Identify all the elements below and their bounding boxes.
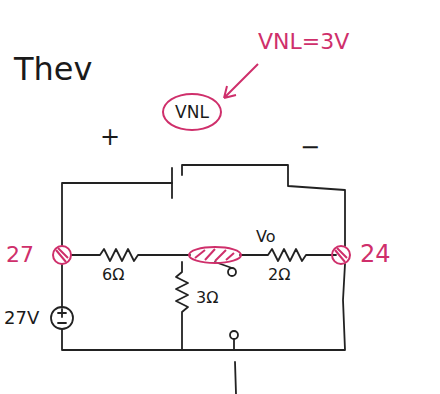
source-sign: [58, 309, 66, 323]
node-voltage: 27: [6, 243, 34, 267]
hatch: [195, 249, 234, 261]
meter-circle: VNL: [162, 93, 222, 131]
resistor-symbol: [71, 249, 190, 261]
title: Thev: [14, 52, 92, 87]
node-dot: [332, 246, 350, 264]
polarity-sign: +: [100, 124, 120, 150]
result-note: VNL=3V: [258, 30, 349, 54]
resistor-value: 6Ω: [102, 266, 124, 284]
wire: [62, 264, 345, 350]
wire: [234, 339, 236, 394]
resistor-symbol: [176, 262, 188, 350]
node-dot: [53, 246, 71, 264]
node-voltage: 24: [360, 241, 391, 267]
meter-wire: [182, 165, 345, 246]
meter-plate: [171, 168, 173, 198]
resistor-symbol: [240, 249, 336, 261]
resistor-value: 3Ω: [196, 289, 218, 307]
resistor-value: 2Ω: [268, 266, 290, 284]
node-name: Vo: [256, 228, 276, 246]
leader-arrow: [224, 64, 258, 98]
source-value: 27V: [4, 308, 39, 328]
terminal: [230, 331, 238, 339]
voltage-source: [51, 307, 73, 329]
hatch: [335, 248, 347, 262]
terminal: [228, 268, 236, 276]
wire: [62, 183, 172, 246]
node-dot: [189, 247, 241, 263]
polarity-sign: −: [300, 134, 320, 160]
meter-name: VNL: [175, 102, 209, 122]
hatch: [56, 248, 68, 262]
